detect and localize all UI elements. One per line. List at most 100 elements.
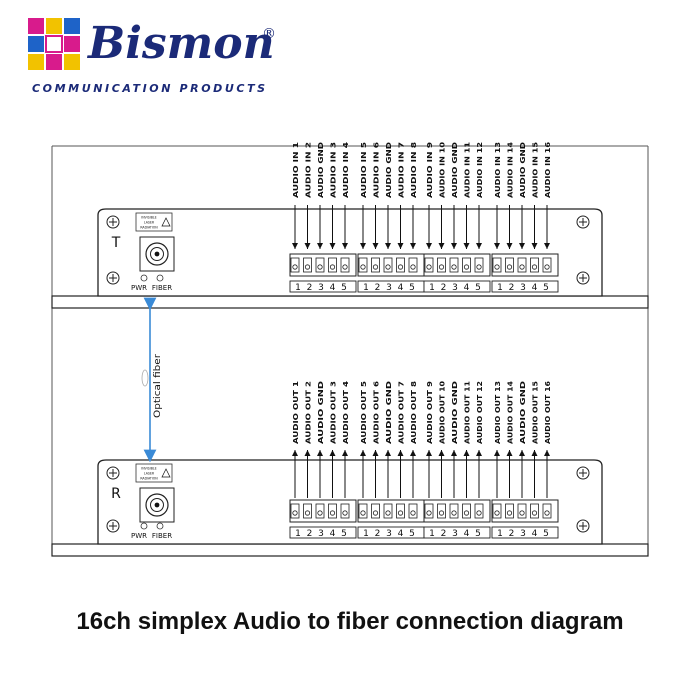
tx-channel-label: AUDIO IN 12 — [475, 142, 484, 198]
tx-laser-warning-icon — [161, 217, 171, 227]
tx-terminal-number: 3 — [318, 283, 324, 293]
rx-channel-label: AUDIO OUT 6 — [372, 381, 381, 444]
rx-terminal-number: 5 — [543, 529, 549, 539]
rx-terminal-screw-icon — [451, 510, 457, 516]
tx-terminal-number: 5 — [475, 283, 481, 293]
tx-terminal-number: 1 — [429, 283, 435, 293]
tx-terminal-number: 3 — [386, 283, 392, 293]
tx-channel-label: AUDIO IN 3 — [329, 142, 338, 198]
tx-device-label: T — [111, 235, 121, 251]
tx-laser-warning-text: LASER — [144, 221, 155, 225]
rx-channel-label: AUDIO GND — [450, 381, 459, 444]
rx-terminal-number: 2 — [509, 529, 515, 539]
tx-terminal-screw-icon — [519, 264, 525, 270]
rx-channel-label: AUDIO OUT 16 — [543, 381, 552, 444]
rx-channel-label: AUDIO OUT 8 — [409, 381, 418, 444]
rx-channel-label: AUDIO OUT 9 — [425, 381, 434, 444]
tx-terminal-screw-icon — [397, 264, 404, 270]
tx-terminal-screw-icon — [438, 264, 445, 270]
rx-terminal-screw-icon — [329, 510, 336, 516]
rx-terminal-screw-icon — [476, 510, 482, 516]
rx-laser-warning-text: RADIATION — [140, 477, 158, 481]
rx-terminal-number: 4 — [464, 529, 470, 539]
tx-terminal-number-strip — [491, 280, 559, 293]
rx-terminal-number-strip — [289, 526, 357, 539]
tx-terminal-screw-icon — [451, 264, 457, 270]
tx-channel-label: AUDIO IN 16 — [543, 142, 552, 198]
tx-fiber-label: FIBER — [152, 284, 172, 292]
tx-terminal-screw-icon — [426, 264, 432, 270]
rx-channel-label: AUDIO OUT 10 — [438, 381, 447, 444]
rx-terminal-number: 1 — [295, 529, 301, 539]
tx-terminal-number: 2 — [307, 283, 313, 293]
rx-terminal-screw-icon — [317, 510, 323, 516]
rx-terminal-screw-icon — [292, 510, 298, 516]
rx-terminal-screw-icon — [426, 510, 432, 516]
tx-channel-label: AUDIO IN 10 — [438, 142, 447, 198]
rx-terminal-screw-icon — [519, 510, 525, 516]
tx-terminal-screw-icon — [304, 264, 311, 270]
tx-terminal-number: 3 — [452, 283, 458, 293]
rx-terminal-screw-icon — [544, 510, 550, 516]
tx-channel-label: AUDIO GND — [384, 142, 393, 198]
rx-fiber-label: FIBER — [152, 532, 172, 540]
tx-terminal-number-strip — [423, 280, 491, 293]
tx-terminal-screw-icon — [342, 264, 348, 270]
rx-channel-label: AUDIO OUT 5 — [359, 381, 368, 444]
tx-channel-label: AUDIO IN 14 — [506, 142, 515, 198]
tx-terminal-number: 5 — [543, 283, 549, 293]
optical-fiber-label: Optical fiber — [153, 353, 163, 418]
rx-terminal-screw-icon — [438, 510, 445, 516]
tx-terminal-number: 3 — [520, 283, 526, 293]
rx-terminal-screw-icon — [372, 510, 379, 516]
rx-terminal-number: 1 — [429, 529, 435, 539]
brand-name: Bismon — [88, 18, 275, 69]
rx-terminal-screw-icon — [506, 510, 513, 516]
rx-terminal-screw-icon — [342, 510, 348, 516]
registered-mark: ® — [262, 26, 276, 42]
rx-channel-label: AUDIO OUT 15 — [531, 381, 540, 444]
rx-terminal-screw-icon — [304, 510, 311, 516]
rx-laser-warning — [135, 463, 173, 483]
tx-terminal-screw-icon — [317, 264, 323, 270]
rx-terminal-screw-icon — [410, 510, 416, 516]
tx-channel-label: AUDIO IN 1 — [291, 142, 300, 198]
tx-channel-label: AUDIO IN 8 — [409, 142, 418, 198]
diagram-caption: 16ch simplex Audio to fiber connection d… — [76, 608, 624, 635]
logo-mark-icon — [28, 18, 80, 70]
tx-channel-label: AUDIO IN 15 — [531, 142, 540, 198]
tx-terminal-number-strip — [289, 280, 357, 293]
rx-channel-label: AUDIO OUT 14 — [506, 381, 515, 444]
tx-terminal-screw-icon — [372, 264, 379, 270]
rx-terminal-number: 3 — [452, 529, 458, 539]
rx-channel-label: AUDIO OUT 1 — [291, 381, 300, 444]
rx-terminal-number: 5 — [409, 529, 415, 539]
tx-terminal-screw-icon — [494, 264, 500, 270]
tx-laser-warning — [135, 212, 173, 232]
rx-terminal-number: 5 — [341, 529, 347, 539]
rx-terminal-number: 3 — [318, 529, 324, 539]
rx-terminal-number: 4 — [532, 529, 538, 539]
tx-channel-label: AUDIO GND — [450, 142, 459, 198]
rx-terminal-screw-icon — [494, 510, 500, 516]
rx-terminal-screw-icon — [385, 510, 391, 516]
tx-terminal-screw-icon — [463, 264, 470, 270]
tx-terminal-screw-icon — [329, 264, 336, 270]
rx-pwr-label: PWR — [131, 532, 147, 540]
rx-terminal-number: 4 — [330, 529, 336, 539]
tx-terminal-number: 4 — [398, 283, 404, 293]
tx-terminal-screw-icon — [292, 264, 298, 270]
rx-terminal-number: 3 — [386, 529, 392, 539]
tx-terminal-screw-icon — [410, 264, 416, 270]
rx-terminal-screw-icon — [463, 510, 470, 516]
tx-terminal-screw-icon — [476, 264, 482, 270]
tx-terminal-screw-icon — [506, 264, 513, 270]
tx-pwr-label: PWR — [131, 284, 147, 292]
tx-channel-label: AUDIO IN 4 — [341, 142, 350, 198]
rx-channel-label: AUDIO OUT 7 — [397, 381, 406, 444]
rx-channel-label: AUDIO GND — [316, 381, 325, 444]
tx-terminal-screw-icon — [385, 264, 391, 270]
